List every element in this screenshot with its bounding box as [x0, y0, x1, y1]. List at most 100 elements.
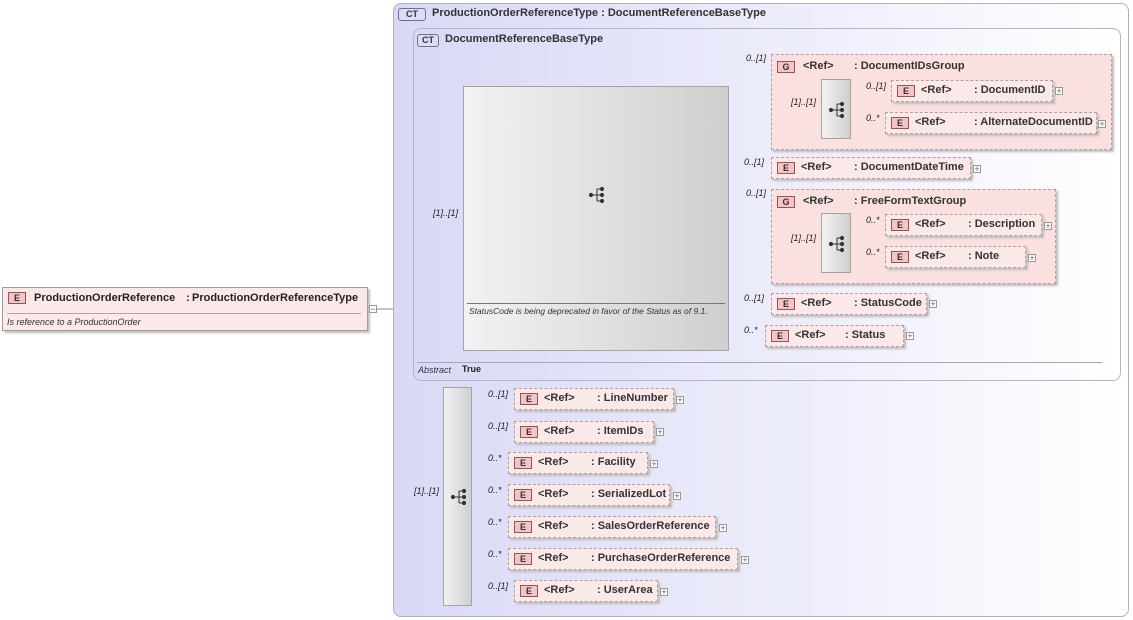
expand-icon[interactable]: +: [741, 555, 749, 565]
expand-icon[interactable]: +: [650, 459, 658, 469]
expand-icon[interactable]: +: [1098, 119, 1106, 129]
base-sequence-occurrence: [1]..[1]: [433, 208, 459, 218]
element-document-id[interactable]: E <Ref> : DocumentID: [891, 80, 1053, 102]
element-note[interactable]: E <Ref> : Note: [885, 246, 1026, 268]
group-badge-icon: G: [777, 61, 795, 73]
expand-icon[interactable]: +: [973, 164, 981, 174]
root-element-box[interactable]: E ProductionOrderReference : ProductionO…: [2, 287, 368, 331]
item-ids-occurrence: 0..[1]: [488, 421, 509, 431]
element-status[interactable]: E <Ref> : Status: [765, 325, 904, 347]
element-name: : UserArea: [597, 584, 653, 596]
expand-icon[interactable]: +: [676, 395, 684, 405]
expand-icon[interactable]: +: [929, 299, 937, 309]
element-badge-icon: E: [897, 85, 915, 97]
complex-type-badge-icon: CT: [398, 8, 426, 21]
abstract-label: Abstract: [418, 365, 452, 375]
element-line-number[interactable]: E <Ref> : LineNumber: [514, 388, 674, 410]
element-badge-icon: E: [777, 162, 795, 174]
description-occurrence: 0..*: [866, 215, 880, 225]
element-ref: <Ref>: [915, 250, 946, 262]
element-badge-icon: E: [520, 426, 538, 438]
element-name: : Status: [845, 329, 886, 341]
element-serialized-lot[interactable]: E <Ref> : SerializedLot: [508, 484, 670, 506]
base-sequence-compositor[interactable]: StatusCode is being deprecated in favor …: [463, 86, 729, 351]
expand-icon[interactable]: +: [906, 331, 914, 341]
line-number-occurrence: 0..[1]: [488, 389, 509, 399]
status-occurrence: 0..*: [744, 325, 758, 335]
element-ref: <Ref>: [915, 116, 946, 128]
element-name: : Facility: [591, 456, 636, 468]
group-ref: <Ref>: [803, 195, 834, 207]
element-name: : AlternateDocumentID: [974, 116, 1093, 128]
element-name: : PurchaseOrderReference: [591, 552, 731, 564]
element-ref: <Ref>: [795, 329, 826, 341]
alternate-document-id-occurrence: 0..*: [866, 113, 880, 123]
element-badge-icon: E: [891, 117, 909, 129]
element-badge-icon: E: [514, 457, 532, 469]
sequence-icon: [588, 186, 605, 204]
element-user-area[interactable]: E <Ref> : UserArea: [514, 580, 658, 602]
element-badge-icon: E: [891, 219, 909, 231]
element-document-date-time[interactable]: E <Ref> : DocumentDateTime: [771, 157, 971, 179]
root-documentation: Is reference to a ProductionOrder: [7, 317, 141, 327]
free-form-text-group[interactable]: G <Ref> : FreeFormTextGroup: [771, 189, 1056, 284]
element-alternate-document-id[interactable]: E <Ref> : AlternateDocumentID: [885, 112, 1097, 134]
element-badge-icon: E: [514, 489, 532, 501]
element-ref: <Ref>: [801, 297, 832, 309]
element-name: : SalesOrderReference: [591, 520, 710, 532]
document-id-occurrence: 0..[1]: [866, 81, 887, 91]
abstract-value: True: [462, 364, 482, 374]
expand-icon[interactable]: +: [1044, 221, 1052, 231]
element-badge-icon: E: [514, 521, 532, 533]
element-name: : Description: [968, 218, 1036, 230]
element-purchase-order-reference[interactable]: E <Ref> : PurchaseOrderReference: [508, 548, 738, 570]
expand-icon[interactable]: +: [1055, 86, 1063, 96]
purchase-order-reference-occurrence: 0..*: [488, 549, 502, 559]
element-facility[interactable]: E <Ref> : Facility: [508, 452, 648, 474]
expand-icon[interactable]: +: [656, 427, 664, 437]
element-ref: <Ref>: [921, 84, 952, 96]
element-ref: <Ref>: [538, 552, 569, 564]
element-name: : DocumentID: [974, 84, 1046, 96]
free-form-text-group-occurrence: 0..[1]: [746, 188, 767, 198]
element-ref: <Ref>: [915, 218, 946, 230]
element-name: : DocumentDateTime: [854, 161, 964, 173]
complex-type-badge-icon: CT: [417, 34, 439, 47]
expand-icon[interactable]: +: [719, 523, 727, 533]
serialized-lot-occurrence: 0..*: [488, 485, 502, 495]
element-badge-icon: E: [520, 585, 538, 597]
extension-sequence-compositor[interactable]: [443, 387, 472, 606]
element-name: : StatusCode: [854, 297, 922, 309]
element-badge-icon: E: [520, 393, 538, 405]
document-ids-sequence[interactable]: [821, 79, 851, 139]
expand-icon[interactable]: +: [660, 587, 668, 597]
element-description[interactable]: E <Ref> : Description: [885, 214, 1042, 236]
element-status-code[interactable]: E <Ref> : StatusCode: [771, 293, 927, 315]
document-ids-group-occurrence: 0..[1]: [746, 53, 767, 63]
element-ref: <Ref>: [801, 161, 832, 173]
free-form-sequence-occurrence: [1]..[1]: [791, 233, 817, 243]
sequence-note: StatusCode is being deprecated in favor …: [469, 306, 708, 316]
note-occurrence: 0..*: [866, 247, 880, 257]
root-divider: [7, 313, 361, 314]
outer-type-title: ProductionOrderReferenceType : DocumentR…: [432, 7, 766, 19]
collapse-toggle-icon[interactable]: −: [369, 304, 377, 314]
sequence-note-divider: [467, 303, 725, 304]
sequence-icon: [828, 235, 845, 253]
sequence-icon: [828, 101, 845, 119]
element-item-ids[interactable]: E <Ref> : ItemIDs: [514, 421, 654, 443]
element-sales-order-reference[interactable]: E <Ref> : SalesOrderReference: [508, 516, 716, 538]
document-date-time-occurrence: 0..[1]: [744, 157, 765, 167]
element-ref: <Ref>: [544, 425, 575, 437]
element-ref: <Ref>: [544, 392, 575, 404]
element-name: : Note: [968, 250, 1000, 262]
expand-icon[interactable]: +: [673, 491, 681, 501]
element-badge-icon: E: [777, 298, 795, 310]
status-code-occurrence: 0..[1]: [744, 293, 765, 303]
group-name: : FreeFormTextGroup: [854, 195, 967, 207]
element-badge-icon: E: [514, 553, 532, 565]
expand-icon[interactable]: +: [1028, 253, 1036, 263]
document-ids-sequence-occurrence: [1]..[1]: [791, 97, 817, 107]
sequence-icon: [450, 488, 467, 506]
free-form-sequence[interactable]: [821, 213, 851, 273]
